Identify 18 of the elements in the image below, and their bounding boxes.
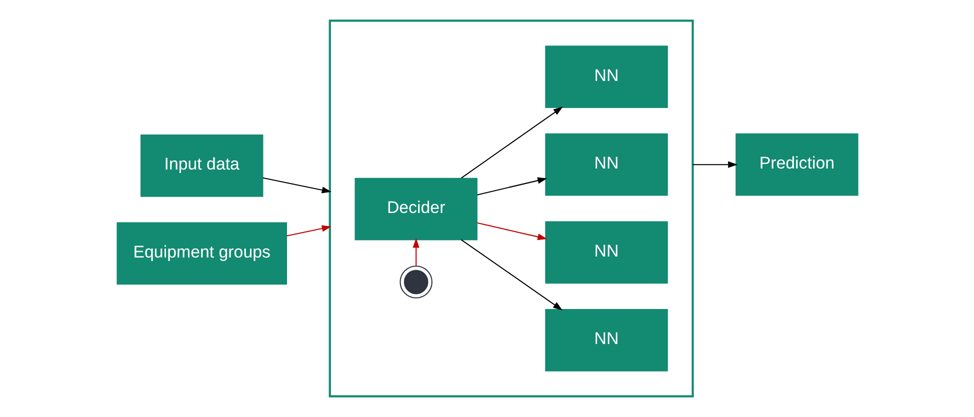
node-box: NN bbox=[544, 309, 668, 372]
arrow bbox=[286, 225, 331, 236]
arrow bbox=[476, 222, 547, 240]
node-box: Equipment groups bbox=[116, 222, 287, 285]
node-box: Prediction bbox=[735, 133, 858, 196]
arrow bbox=[412, 238, 419, 266]
node-box: NN bbox=[544, 221, 668, 284]
node-box: Decider bbox=[354, 178, 477, 240]
arrow bbox=[262, 177, 331, 194]
node-box: NN bbox=[544, 46, 668, 108]
arrow bbox=[476, 177, 547, 196]
arrow bbox=[460, 239, 562, 310]
arrow bbox=[460, 106, 562, 178]
node-box: NN bbox=[544, 133, 668, 196]
cluster bbox=[328, 20, 694, 398]
node-circle bbox=[399, 266, 432, 298]
arrow bbox=[692, 161, 738, 168]
node-box: Input data bbox=[140, 134, 263, 197]
